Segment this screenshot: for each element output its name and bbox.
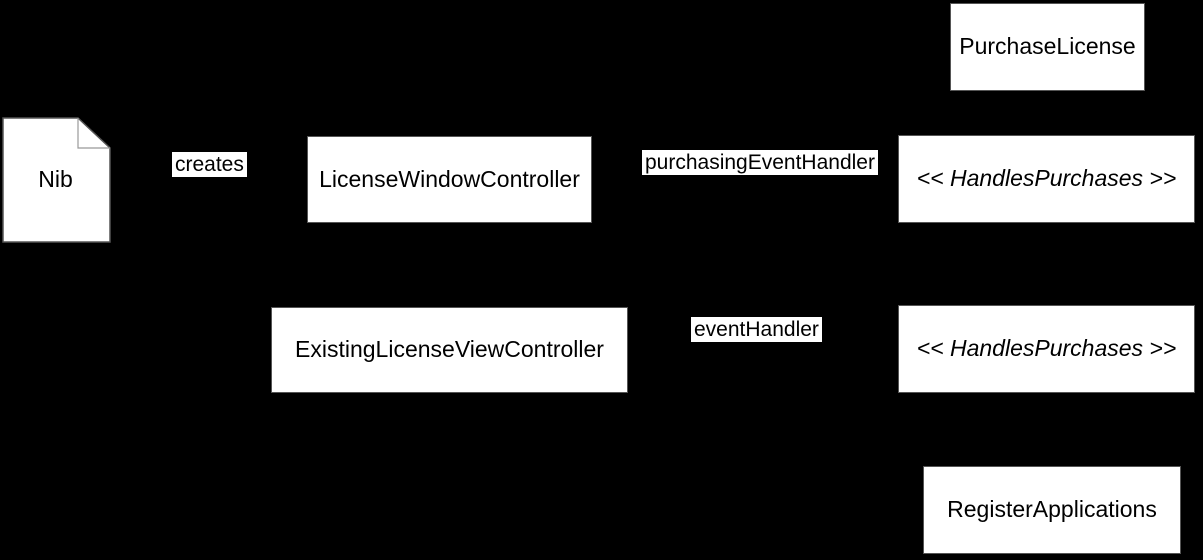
edge-label-purchasing-event-handler: purchasingEventHandler xyxy=(642,150,878,175)
node-register-applications: RegisterApplications xyxy=(923,466,1181,554)
node-handles-purchases-bottom: << HandlesPurchases >> xyxy=(898,305,1195,393)
edge-label-event-handler: eventHandler xyxy=(691,317,822,342)
node-handles-purchases-top-label: << HandlesPurchases >> xyxy=(916,165,1177,192)
node-nib-label: Nib xyxy=(38,165,73,192)
document-body-shape xyxy=(2,117,111,243)
node-purchase-license-label: PurchaseLicense xyxy=(959,33,1136,60)
node-existing-license-view-controller-label: ExistingLicenseViewController xyxy=(295,336,604,363)
node-handles-purchases-bottom-label: << HandlesPurchases >> xyxy=(916,335,1177,362)
node-license-window-controller: LicenseWindowController xyxy=(307,136,592,223)
node-nib: Nib xyxy=(2,116,111,244)
node-license-window-controller-label: LicenseWindowController xyxy=(319,165,580,192)
node-existing-license-view-controller: ExistingLicenseViewController xyxy=(271,307,628,393)
document-fold-icon xyxy=(77,118,110,149)
node-handles-purchases-top: << HandlesPurchases >> xyxy=(898,135,1195,223)
edge-label-creates: creates xyxy=(172,152,247,177)
nib-document-shape xyxy=(2,117,111,243)
node-register-applications-label: RegisterApplications xyxy=(947,496,1157,523)
node-purchase-license: PurchaseLicense xyxy=(950,3,1145,91)
